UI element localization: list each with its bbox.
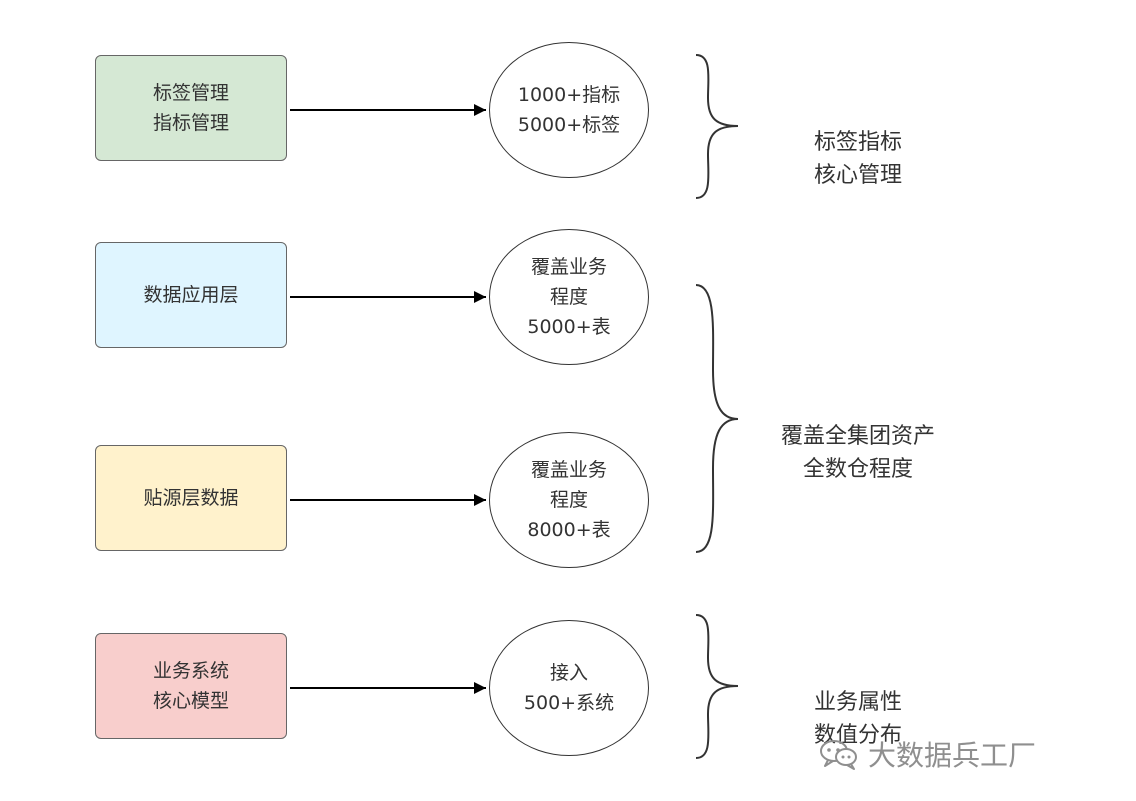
tag-metric-management-box: 标签管理 指标管理 [95,55,287,161]
tag-metric-management-label: 标签管理 指标管理 [152,82,229,134]
source-layer-data-box: 贴源层数据 [95,445,287,551]
tag-metric-summary: 标签指标 核心管理 [748,93,968,192]
source-coverage-ellipse: 覆盖业务 程度 8000+表 [489,432,649,568]
wechat-icon [820,740,857,770]
business-core-model-label: 业务系统 核心模型 [152,660,229,712]
system-access-ellipse: 接入 500+系统 [489,620,649,756]
application-coverage-label: 覆盖业务 程度 5000+表 [527,256,611,338]
data-application-layer-box: 数据应用层 [95,242,287,348]
watermark-text: 大数据兵工厂 [868,739,1037,772]
tag-metric-summary-label: 标签指标 核心管理 [813,130,902,188]
business-attribute-summary-label: 业务属性 数值分布 [813,690,902,748]
tag-metric-count-label: 1000+指标 5000+标签 [517,84,621,136]
system-access-label: 接入 500+系统 [523,662,615,714]
brace-middle [695,284,739,553]
brace-top [695,54,739,199]
tag-metric-count-ellipse: 1000+指标 5000+标签 [489,42,649,178]
business-attribute-summary: 业务属性 数值分布 [748,653,968,752]
business-core-model-box: 业务系统 核心模型 [95,633,287,739]
application-coverage-ellipse: 覆盖业务 程度 5000+表 [489,229,649,365]
watermark: 大数据兵工厂 [818,731,1036,777]
source-layer-data-label: 贴源层数据 [143,487,239,509]
data-application-layer-label: 数据应用层 [143,284,239,306]
asset-coverage-summary: 覆盖全集团资产 全数仓程度 [748,387,968,486]
asset-coverage-summary-label: 覆盖全集团资产 全数仓程度 [780,424,935,482]
brace-bottom [695,614,739,759]
source-coverage-label: 覆盖业务 程度 8000+表 [527,459,611,541]
